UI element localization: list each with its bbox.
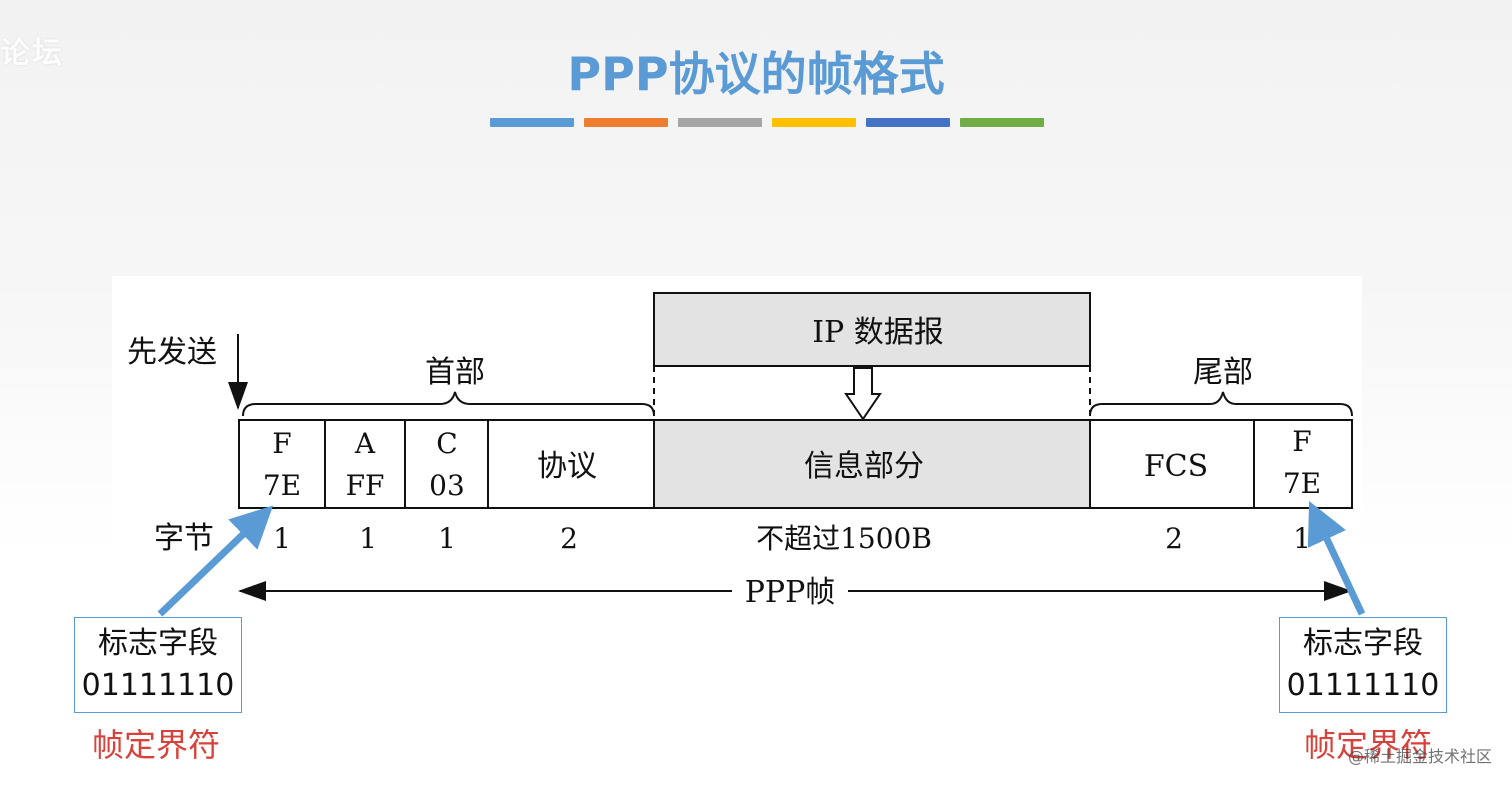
info-field-shading bbox=[654, 420, 1090, 508]
byte-count: 1 bbox=[438, 522, 456, 555]
callout-value: 01111110 bbox=[1286, 668, 1440, 703]
fcs-field: FCS bbox=[1144, 449, 1208, 484]
flag-field-name: F bbox=[272, 427, 291, 460]
header-brace bbox=[242, 391, 655, 417]
right-delimiter-note: 帧定界符 bbox=[1303, 726, 1432, 764]
ip-datagram-box bbox=[653, 292, 1091, 367]
first-sent-label: 先发送 bbox=[127, 335, 217, 370]
watermark-text: 论坛 bbox=[0, 36, 64, 71]
encapsulation-arrow bbox=[844, 367, 882, 421]
byte-count: 不超过1500B bbox=[756, 522, 932, 555]
end-flag-field-value: 7E bbox=[1283, 467, 1321, 500]
info-field: 信息部分 bbox=[804, 449, 924, 484]
title-bar-2 bbox=[584, 118, 668, 127]
callout-value: 01111110 bbox=[81, 668, 235, 703]
ppp-frame-label: PPP帧 bbox=[745, 575, 836, 610]
title-bar-5 bbox=[866, 118, 950, 127]
credit-watermark: @稀土掘金技术社区 bbox=[1347, 747, 1492, 766]
frame-outline bbox=[238, 419, 1353, 509]
left-delimiter-note: 帧定界符 bbox=[91, 726, 220, 764]
address-field-name: A bbox=[354, 427, 376, 460]
title-bar-6 bbox=[960, 118, 1044, 127]
byte-count: 1 bbox=[359, 522, 377, 555]
trailer-label: 尾部 bbox=[1193, 355, 1253, 390]
title-bar-3 bbox=[678, 118, 762, 127]
end-flag-field-name: F bbox=[1292, 425, 1311, 458]
right-flag-callout: 标志字段 01111110 bbox=[1279, 617, 1447, 713]
control-field-value: 03 bbox=[429, 469, 465, 502]
trailer-brace bbox=[1089, 391, 1353, 417]
address-field-value: FF bbox=[346, 469, 385, 502]
byte-count: 1 bbox=[273, 522, 291, 555]
bytes-label: 字节 bbox=[154, 521, 214, 556]
title-bar-1 bbox=[490, 118, 574, 127]
left-pointer-arrow bbox=[157, 505, 274, 617]
control-field-name: C bbox=[436, 427, 457, 460]
title-bar-4 bbox=[772, 118, 856, 127]
callout-title: 标志字段 bbox=[1303, 626, 1423, 661]
flag-field-value: 7E bbox=[263, 469, 301, 502]
ip-datagram-label: IP 数据报 bbox=[812, 315, 944, 350]
right-pointer-arrow bbox=[1307, 500, 1366, 616]
protocol-field: 协议 bbox=[537, 449, 597, 484]
byte-count: 2 bbox=[1165, 522, 1183, 555]
left-flag-callout: 标志字段 01111110 bbox=[74, 617, 242, 713]
slide-title: PPP协议的帧格式 bbox=[567, 47, 945, 101]
header-label: 首部 bbox=[425, 355, 485, 390]
callout-title: 标志字段 bbox=[98, 626, 218, 661]
byte-count: 1 bbox=[1293, 522, 1311, 555]
byte-count: 2 bbox=[560, 522, 578, 555]
